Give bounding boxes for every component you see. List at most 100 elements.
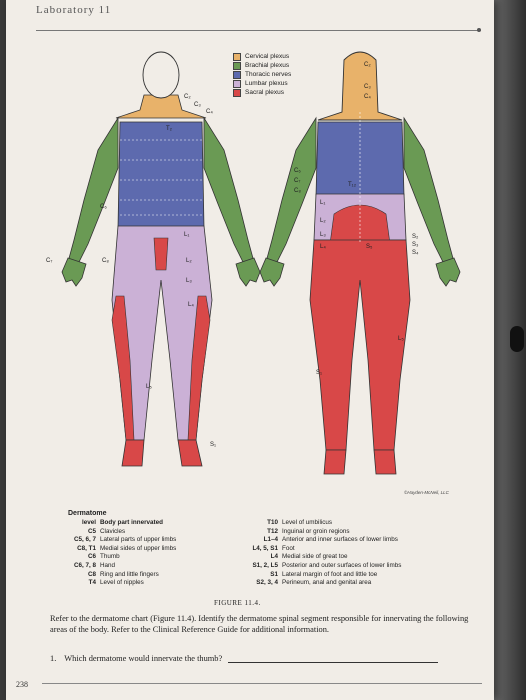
row-part: Medial sides of upper limbs: [100, 544, 177, 552]
posterior-left-arm: [265, 116, 317, 269]
row-level: T4: [88, 579, 96, 587]
label-s1-anterior: S₁: [210, 442, 216, 448]
label-c4-posterior: C₄: [364, 94, 371, 100]
row-part: Ring and little fingers: [100, 570, 159, 578]
answer-line[interactable]: [228, 653, 439, 663]
table-row: C8, T1 Medial sides of upper limbs: [36, 545, 176, 554]
plexus-legend: Cervical plexus Brachial plexus Thoracic…: [233, 52, 291, 97]
row-level: T12: [267, 527, 278, 535]
question-1: 1. Which dermatome would innervate the t…: [50, 653, 439, 663]
legend-item-lumbar: Lumbar plexus: [233, 79, 291, 88]
label-l2-anterior: L₂: [186, 258, 192, 264]
row-part: Anterior and inner surfaces of lower lim…: [282, 536, 398, 544]
row-level: C8, T1: [77, 544, 96, 552]
row-part: Inguinal or groin regions: [282, 527, 350, 535]
label-c8-posterior: C₈: [294, 188, 301, 194]
label-c2-posterior: C₂: [364, 62, 371, 68]
swatch-sacral: [233, 88, 241, 97]
anterior-right-arm: [203, 116, 255, 269]
row-level: T10: [267, 519, 278, 526]
label-s2-posterior: S₂: [412, 234, 419, 240]
row-level: C8: [87, 570, 96, 578]
label-l1-anterior: L₁: [184, 232, 189, 238]
row-part: Level of nipples: [100, 579, 144, 587]
row-part: Perineum, anal and genital area: [282, 579, 372, 587]
header-level: level: [81, 519, 96, 526]
row-part: Foot: [282, 544, 295, 552]
label-s5-posterior: S₅: [366, 244, 373, 250]
label-l1-posterior: L₁: [320, 200, 325, 206]
label-l3-anterior: L₃: [186, 278, 192, 284]
label-s1-posterior: S₁: [316, 370, 322, 376]
binder-hole: [510, 326, 524, 352]
row-part: Medial side of great toe: [282, 553, 348, 561]
label-s4-posterior: S₄: [412, 250, 419, 256]
row-level: C5: [87, 527, 96, 535]
posterior-right-hand: [435, 257, 461, 287]
posterior-legs: [309, 239, 411, 451]
swatch-cervical: [233, 52, 241, 61]
footer-rule: [42, 683, 482, 684]
posterior-body: [259, 51, 461, 475]
row-level: S1, 2, L5: [252, 561, 278, 569]
row-part: Posterior and outer surfaces of lower li…: [282, 561, 402, 569]
row-level: S1: [270, 570, 278, 578]
label-c6-anterior: C₆: [100, 204, 107, 210]
dermatome-figure: C₂ C₃ C₄ T₂ C₇ C₈ C₆ L₁ L₂ L₃ L₄ L₅ S₁: [46, 51, 461, 475]
figure-label: FIGURE 11.4.: [214, 599, 261, 607]
legend-item-thoracic: Thoracic nerves: [233, 70, 291, 79]
question-number: 1.: [50, 654, 57, 663]
row-level: L4: [270, 553, 278, 561]
legend-label: Cervical plexus: [245, 53, 290, 60]
row-level: L4, 5, S1: [252, 544, 278, 552]
table-row: L4 Medial side of great toe: [234, 553, 401, 562]
question-text: Which dermatome would innervate the thum…: [64, 654, 223, 663]
swatch-lumbar: [233, 79, 241, 88]
table-row: L4, 5, S1 Foot: [234, 545, 401, 554]
header-part: Body part innervated: [100, 519, 163, 526]
anterior-left-hand: [61, 257, 87, 287]
instructions: Refer to the dermatome chart (Figure 11.…: [50, 614, 469, 634]
label-c4-anterior: C₄: [206, 109, 213, 115]
legend-label: Thoracic nerves: [245, 71, 292, 78]
header-rule: [36, 28, 481, 32]
row-level: L1–4: [263, 536, 278, 544]
anterior-left-arm: [67, 116, 119, 269]
row-part: Hand: [100, 561, 116, 569]
anterior-head: [142, 51, 180, 99]
table-row: L1–4 Anterior and inner surfaces of lower…: [234, 536, 401, 545]
label-c3-posterior: C₃: [364, 84, 371, 90]
posterior-left-hand: [259, 257, 285, 287]
row-part: Thumb: [100, 553, 120, 561]
anterior-right-foot: [177, 439, 203, 467]
row-part: Level of umbilicus: [282, 519, 333, 526]
label-c7-posterior: C₇: [294, 178, 300, 184]
label-c2-anterior: C₂: [184, 94, 191, 100]
table-row: T10 Level of umbilicus: [234, 519, 401, 528]
anterior-torso: [117, 121, 205, 229]
page-number: 238: [16, 680, 28, 689]
row-part: Clavicles: [100, 527, 126, 535]
anterior-dermatome-lines: [120, 139, 202, 216]
dermatome-table-title: Dermatome: [68, 510, 107, 517]
row-level: C6: [87, 553, 96, 561]
textbook-page: Laboratory 11: [6, 0, 494, 700]
posterior-left-heel: [323, 449, 347, 475]
legend-item-cervical: Cervical plexus: [233, 52, 291, 61]
table-header: level Body part innervated: [36, 519, 176, 528]
label-l5-anterior: L₅: [146, 384, 152, 390]
swatch-thoracic: [233, 70, 241, 79]
copyright: ©Hayden-McNeil, LLC: [404, 490, 449, 495]
label-c7-anterior: C₇: [46, 258, 52, 264]
table-row: C6 Thumb: [36, 553, 176, 562]
anterior-right-hand: [235, 257, 261, 287]
label-l4-anterior: L₄: [188, 302, 194, 308]
row-level: C5, 6, 7: [73, 536, 96, 544]
legend-item-sacral: Sacral plexus: [233, 88, 291, 97]
table-row: C5 Clavicles: [36, 528, 176, 537]
anterior-left-foot: [121, 439, 145, 467]
